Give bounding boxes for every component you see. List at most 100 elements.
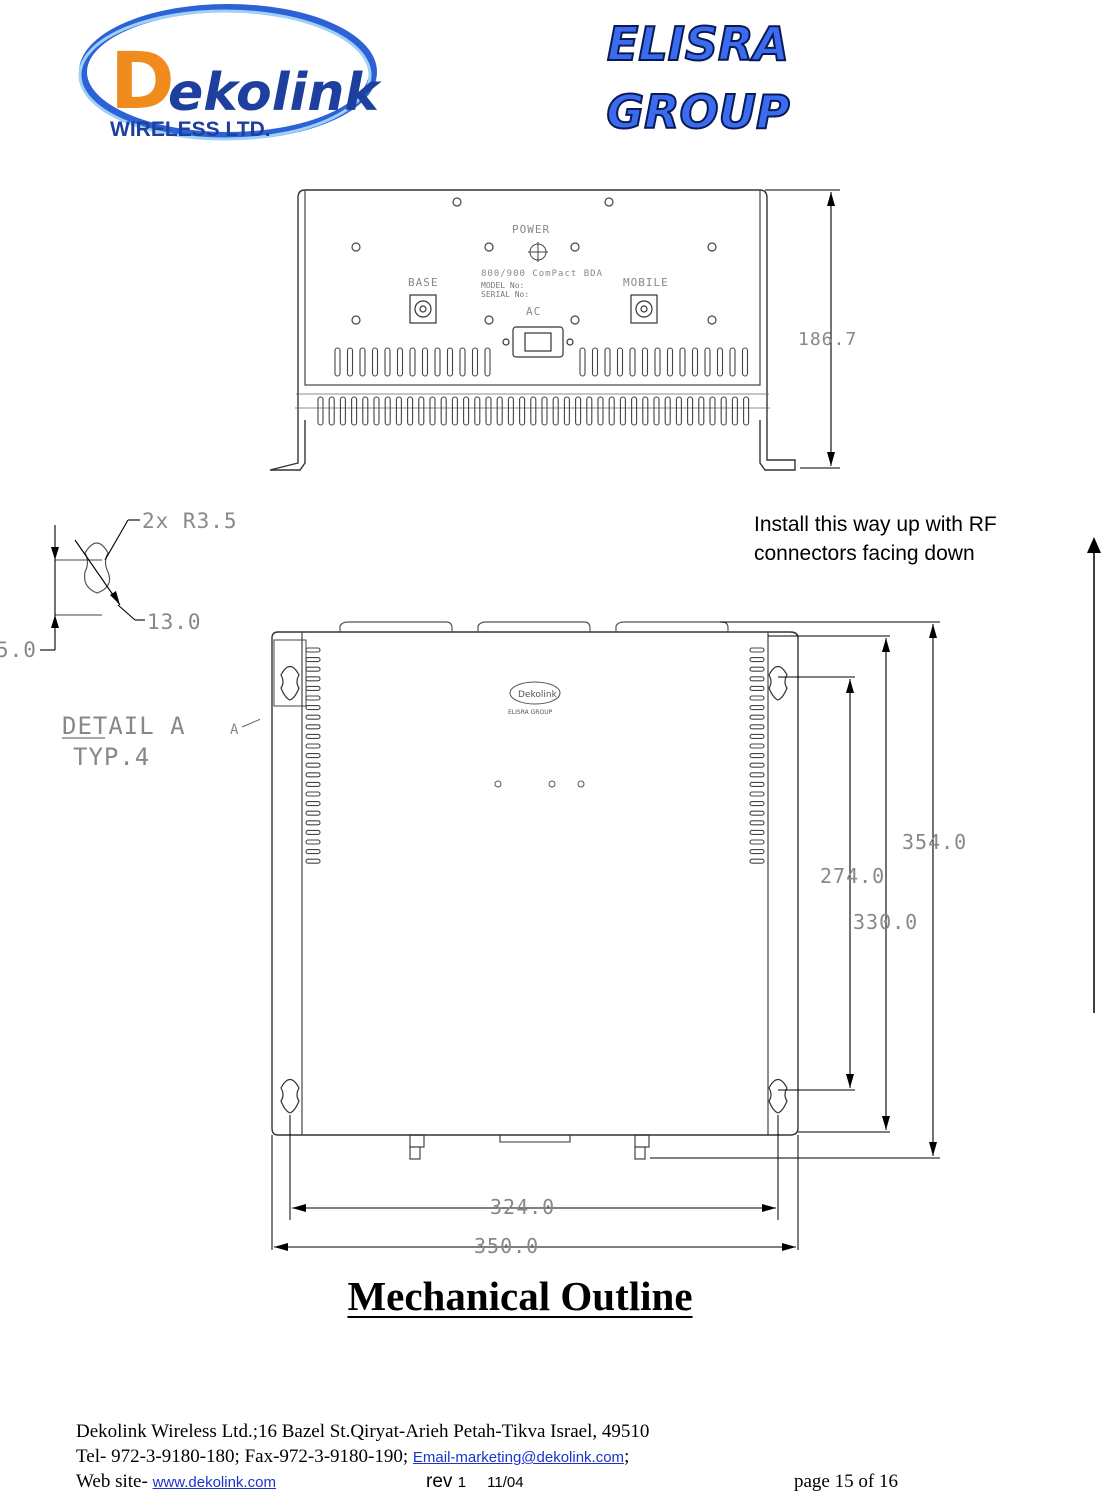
vent-slot <box>552 396 559 426</box>
vent-slot <box>749 772 765 778</box>
mini-logo-group: ELISRA GROUP <box>508 709 553 716</box>
page-title: Mechanical Outline <box>0 1272 1040 1320</box>
vent-slot <box>642 396 649 426</box>
footer-address: Dekolink Wireless Ltd.;16 Bazel St.Qirya… <box>76 1421 650 1442</box>
vent-slot <box>720 396 727 426</box>
vent-slot <box>434 347 441 377</box>
vent-slot <box>451 396 458 426</box>
vent-slot <box>664 396 671 426</box>
vent-slot <box>474 396 481 426</box>
email-link[interactable]: Email-marketing@dekolink.com <box>412 1449 625 1466</box>
vent-slot <box>716 347 724 377</box>
vent-slot <box>362 396 369 426</box>
logo-tagline: WIRELESS LTD. <box>110 118 271 141</box>
vent-slot <box>743 396 750 426</box>
vent-slot <box>709 396 716 426</box>
vent-slot <box>305 820 321 826</box>
vent-slot <box>305 762 321 768</box>
hole-label: 13.0 <box>147 610 202 634</box>
web-prefix: Web site- <box>76 1471 153 1492</box>
vent-slot <box>446 347 454 377</box>
footer-phone: Tel- 972-3-9180-180; Fax-972-3-9180-190; <box>76 1446 413 1467</box>
vent-slot <box>749 685 765 691</box>
vent-slot <box>305 657 321 663</box>
vent-slot <box>741 347 749 377</box>
detail-label: DETAIL A <box>62 712 186 740</box>
website-link[interactable]: www.dekolink.com <box>152 1474 276 1491</box>
vent-slot <box>597 396 604 426</box>
up-arrow-icon <box>1087 537 1101 1013</box>
rev-word: rev <box>426 1471 453 1492</box>
vent-slot <box>530 396 537 426</box>
vent-slot <box>749 753 765 759</box>
vent-slot <box>749 724 765 730</box>
elisra-logo: ELISRA GROUP <box>605 16 791 140</box>
vent-slot <box>305 772 321 778</box>
vent-slot <box>616 347 624 377</box>
vent-slot <box>631 396 638 426</box>
vent-slot <box>679 347 686 377</box>
height-dimension: 186.7 <box>798 329 857 350</box>
vent-slot <box>305 791 321 797</box>
page-number: page 15 of 16 <box>794 1471 898 1492</box>
vent-slot <box>328 396 335 426</box>
vent-slot <box>591 347 599 377</box>
dim-274: 274.0 <box>820 864 885 888</box>
vent-slot <box>749 810 765 816</box>
vent-slot <box>749 858 765 864</box>
vent-slot <box>305 810 321 816</box>
vent-slot <box>351 396 358 426</box>
vent-slot <box>339 396 346 426</box>
dim-324: 324.0 <box>490 1195 555 1219</box>
vent-slot <box>459 347 466 377</box>
vent-slot <box>749 714 765 720</box>
vent-slot <box>305 733 321 739</box>
mobile-label: MOBILE <box>623 276 669 289</box>
page-title-text: Mechanical Outline <box>347 1273 693 1319</box>
dim-330: 330.0 <box>853 910 918 934</box>
vent-slot <box>305 781 321 787</box>
footer: Dekolink Wireless Ltd.;16 Bazel St.Qirya… <box>76 1419 976 1494</box>
vent-slot <box>749 666 765 672</box>
vent-slot <box>371 347 379 377</box>
group-text: GROUP <box>606 85 790 139</box>
offset-label: 5.0 <box>0 638 37 662</box>
vent-slot <box>653 396 660 426</box>
vent-slot <box>305 676 321 682</box>
vent-slot <box>749 839 765 845</box>
vent-slot <box>359 347 366 377</box>
logo-brand: ekolink <box>168 63 382 123</box>
detail-a-drawing: 2x R3.5 13.0 5.0 DETAIL A TYP.4 A <box>0 509 260 771</box>
vent-slot <box>384 347 391 377</box>
vent-slot <box>698 396 705 426</box>
power-label: POWER <box>512 223 550 236</box>
vent-slot <box>409 347 416 377</box>
serial-no-label: SERIAL No: <box>481 290 529 299</box>
vent-slot <box>749 743 765 749</box>
vent-slot <box>749 676 765 682</box>
vent-slot <box>749 705 765 711</box>
vent-slot <box>496 396 503 426</box>
elisra-text: ELISRA <box>607 17 789 71</box>
vent-slot <box>641 347 649 377</box>
vent-slot <box>749 849 765 855</box>
vent-slot <box>586 396 593 426</box>
model-no-label: MODEL No: <box>481 281 524 290</box>
vent-slot <box>507 396 514 426</box>
base-label: BASE <box>408 276 439 289</box>
vent-slot <box>749 791 765 797</box>
vent-slot <box>749 647 765 653</box>
vent-slot <box>691 347 699 377</box>
vent-slot <box>396 347 404 377</box>
vent-slot <box>687 396 694 426</box>
vent-slot <box>373 396 380 426</box>
footer-web-row: Web site- www.dekolink.com rev 1 11/04 p… <box>76 1469 976 1494</box>
vent-slot <box>463 396 470 426</box>
vent-slot <box>563 396 570 426</box>
vent-slot <box>749 657 765 663</box>
vent-slot <box>305 829 321 835</box>
vent-slot <box>749 733 765 739</box>
vent-slot <box>317 396 324 426</box>
vent-slot <box>749 829 765 835</box>
revision: rev 1 11/04 <box>426 1469 524 1495</box>
